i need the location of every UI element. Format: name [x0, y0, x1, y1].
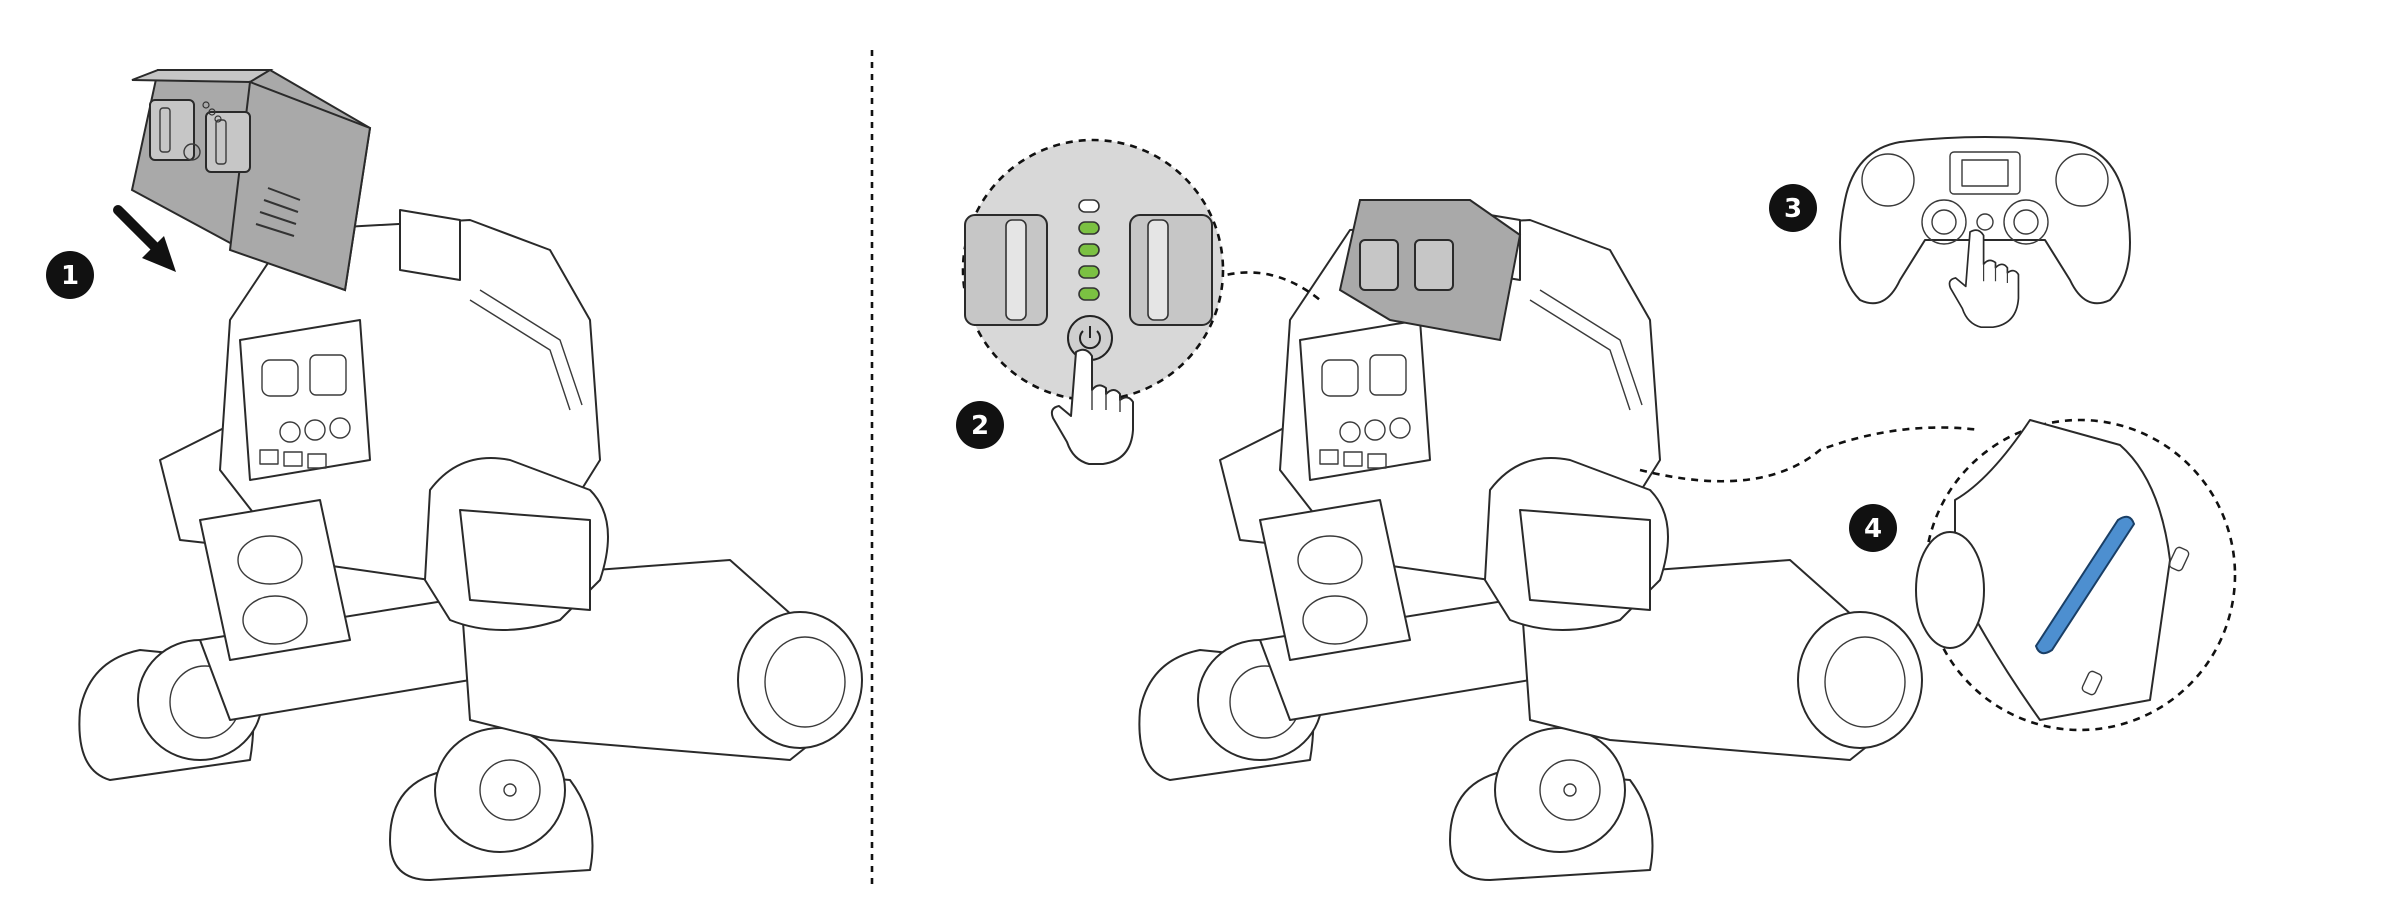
pointing-hand-icon [1948, 229, 2020, 329]
step-badge-1: 1 [46, 251, 94, 299]
step-4-zoom [1639, 418, 2237, 732]
step-number-2: 2 [971, 411, 989, 441]
blue-status-light [2034, 515, 2136, 655]
step-number-3: 3 [1784, 194, 1802, 224]
step-badge-3: 3 [1769, 184, 1817, 232]
gamepad-icon [1839, 136, 2131, 329]
battery-module [130, 69, 372, 292]
robot-right [1138, 199, 1923, 881]
step-1-panel: 1 [46, 69, 863, 881]
battery-level-leds [1078, 199, 1100, 301]
step-badge-4: 4 [1849, 504, 1897, 552]
step-number-1: 1 [61, 261, 79, 291]
step-badge-2: 2 [956, 401, 1004, 449]
step-number-4: 4 [1864, 514, 1882, 544]
step-2-zoom [961, 138, 1321, 465]
arrow-down-right-icon [113, 205, 176, 272]
robot-left [78, 209, 863, 881]
